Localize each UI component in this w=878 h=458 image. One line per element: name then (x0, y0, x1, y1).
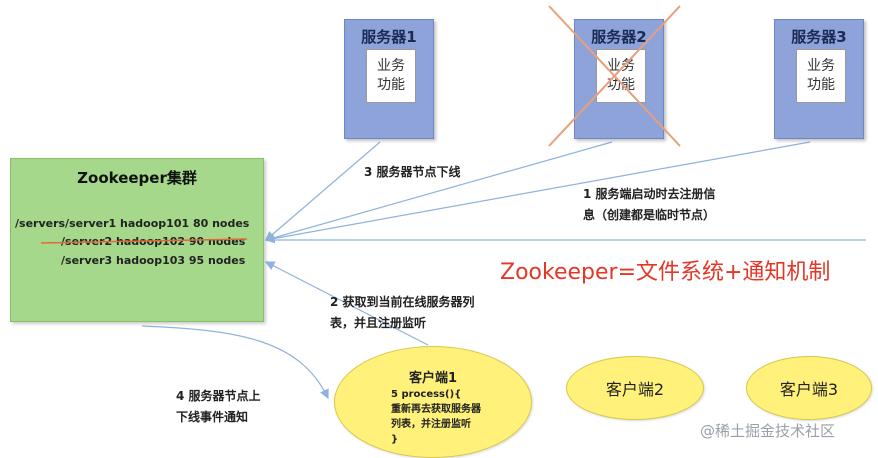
watermark: @稀土掘金技术社区 (700, 422, 836, 440)
arrow-server1-to-zk (265, 141, 381, 241)
arrow-server2-to-zk (264, 141, 613, 243)
step-2-label-line1: 2 获取到当前在线服务器列 (330, 295, 475, 309)
arrow-zk-to-client1 (141, 325, 329, 400)
server-2-business-box: 业务功能 (596, 49, 646, 103)
step-4-label-line2: 下线事件通知 (176, 410, 249, 424)
server-3-business-line2: 功能 (807, 77, 835, 93)
client-1-line2: 重新再去获取服务器 (391, 404, 481, 415)
server-2-title: 服务器2 (591, 28, 647, 46)
server-3-business-box: 业务功能 (796, 49, 846, 103)
server-1-title: 服务器1 (361, 28, 417, 46)
client-1-line4: } (391, 434, 399, 445)
server-1-business-line1: 业务 (377, 58, 405, 74)
client-1-process-text: 5 process(){ 重新再去获取服务器 列表，并注册监听 } (391, 387, 481, 447)
client-3-name: 客户端3 (779, 380, 839, 399)
client-1-ellipse: 客户端1 5 process(){ 重新再去获取服务器 列表，并注册监听 } (334, 346, 532, 458)
server-1-box: 服务器1 业务功能 (344, 19, 434, 139)
zookeeper-slogan: Zookeeper=文件系统+通知机制 (500, 260, 831, 285)
server-3-business-line1: 业务 (807, 58, 835, 74)
client-2-ellipse: 客户端2 (566, 356, 704, 420)
server-3-title: 服务器3 (791, 28, 847, 46)
client-1-line1: 5 process(){ (391, 389, 462, 400)
client-1-name: 客户端1 (408, 371, 458, 386)
step-3-label: 3 服务器节点下线 (364, 165, 461, 179)
client-1-line3: 列表，并注册监听 (391, 419, 471, 430)
server2-strikethrough (40, 238, 248, 244)
step-1-label-line1: 1 服务端启动时去注册信 (583, 187, 716, 201)
client-3-ellipse: 客户端3 (746, 356, 872, 420)
step-1-label-line2: 息（创建都是临时节点） (583, 208, 716, 222)
step-2-label-line2: 表，并且注册监听 (330, 316, 427, 330)
zookeeper-cluster-title: Zookeeper集群 (77, 169, 197, 187)
arrow-server3-to-zk (264, 141, 811, 244)
zk-entry-server3: /server3 hadoop103 95 nodes (61, 254, 246, 267)
client-2-name: 客户端2 (605, 380, 665, 399)
step-4-label-line1: 4 服务器节点上 (176, 389, 261, 403)
zookeeper-cluster-box: Zookeeper集群 /servers/server1 hadoop101 8… (10, 158, 264, 322)
server-1-business-box: 业务功能 (366, 49, 416, 103)
zk-entry-server1: /servers/server1 hadoop101 80 nodes (15, 217, 250, 230)
server-3-box: 服务器3 业务功能 (774, 19, 864, 139)
arrow-client1-to-zk (264, 261, 429, 346)
server-1-business-line2: 功能 (377, 77, 405, 93)
